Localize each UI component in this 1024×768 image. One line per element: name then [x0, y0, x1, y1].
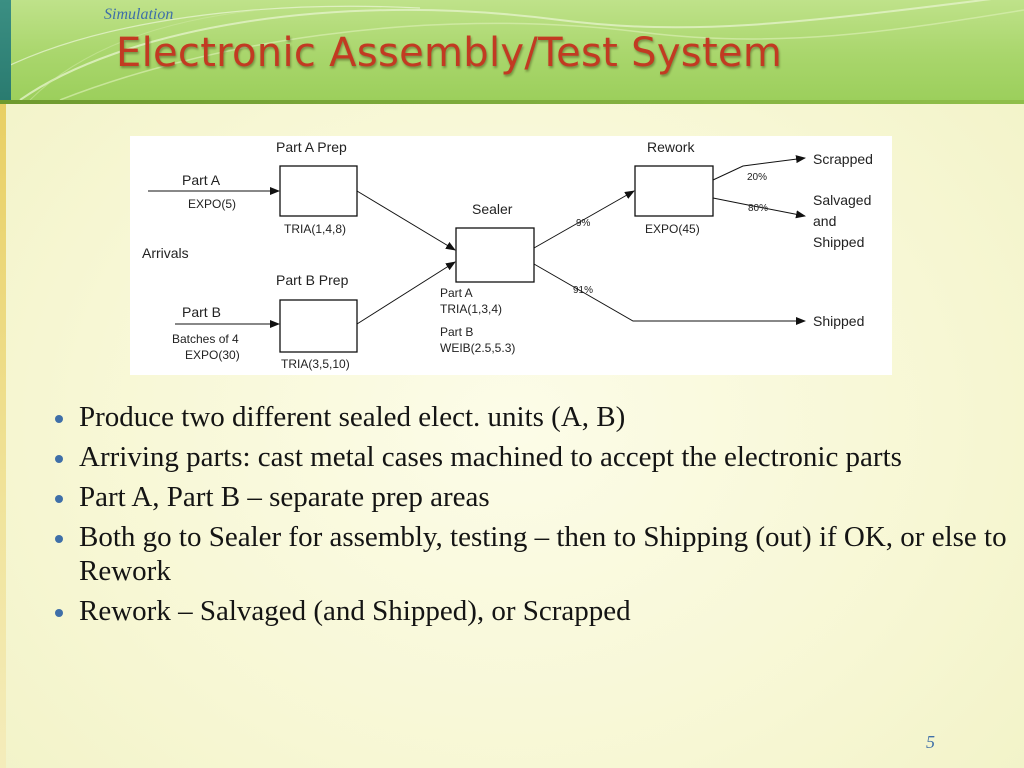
part-b-label: Part B: [182, 304, 221, 320]
page-number: 5: [926, 732, 935, 752]
course-label: Simulation: [104, 6, 174, 23]
header-swirl-decoration: [0, 0, 1024, 100]
sealer-part-b-dist: WEIB(2.5,5.3): [440, 341, 515, 355]
bullet-item: Produce two different sealed elect. unit…: [52, 400, 1012, 434]
arrow-sealer-to-shipped: [533, 263, 806, 325]
sealer-part-a-dist: TRIA(1,3,4): [440, 302, 502, 316]
page-title: Electronic Assembly/Test System: [116, 30, 783, 76]
output-salvaged-line3: Shipped: [813, 234, 864, 250]
bullet-item: Rework – Salvaged (and Shipped), or Scra…: [52, 594, 1012, 628]
output-salvaged-line1: Salvaged: [813, 192, 871, 208]
part-b-dist: EXPO(30): [185, 348, 240, 362]
part-b-batch: Batches of 4: [172, 332, 239, 346]
arrivals-label: Arrivals: [142, 245, 189, 261]
prep-b-box: [279, 299, 358, 353]
arrow-rework-to-salvaged: [712, 197, 806, 219]
bullet-list: Produce two different sealed elect. unit…: [52, 400, 1012, 634]
prep-b-label: Part B Prep: [276, 272, 349, 288]
arrow-prep-b-to-sealer: [356, 261, 456, 325]
arrow-sealer-to-rework: [533, 190, 635, 249]
prep-a-dist: TRIA(1,4,8): [284, 222, 346, 236]
left-accent-bar: [0, 0, 11, 100]
header-divider: [0, 100, 1024, 104]
prep-a-box: [279, 165, 358, 217]
arrow-prep-a-to-sealer: [356, 190, 456, 251]
left-edge-strip: [0, 104, 6, 768]
part-a-label: Part A: [182, 172, 221, 188]
part-a-dist: EXPO(5): [188, 197, 236, 211]
bullet-item: Part A, Part B – separate prep areas: [52, 480, 1012, 514]
pct-salvaged: 80%: [748, 203, 768, 214]
sealer-label: Sealer: [472, 201, 513, 217]
arrow-rework-to-scrapped: [712, 155, 806, 181]
sealer-part-b-label: Part B: [440, 325, 473, 339]
prep-a-label: Part A Prep: [276, 139, 347, 155]
rework-dist: EXPO(45): [645, 222, 700, 236]
output-salvaged-line2: and: [813, 213, 836, 229]
pct-scrapped: 20%: [747, 172, 767, 183]
bullet-item: Arriving parts: cast metal cases machine…: [52, 440, 1012, 474]
header-band: [0, 0, 1024, 100]
rework-box: [634, 165, 714, 217]
output-shipped: Shipped: [813, 313, 864, 329]
output-scrapped: Scrapped: [813, 151, 873, 167]
prep-b-dist: TRIA(3,5,10): [281, 357, 350, 371]
rework-label: Rework: [647, 139, 695, 155]
pct-to-rework: 9%: [576, 218, 591, 229]
sealer-part-a-label: Part A: [440, 286, 473, 300]
system-flow-diagram: Part A Prep TRIA(1,4,8) Part A EXPO(5) A…: [130, 136, 892, 375]
bullet-item: Both go to Sealer for assembly, testing …: [52, 520, 1012, 588]
pct-to-shipped: 91%: [573, 285, 593, 296]
sealer-box: [455, 227, 535, 283]
